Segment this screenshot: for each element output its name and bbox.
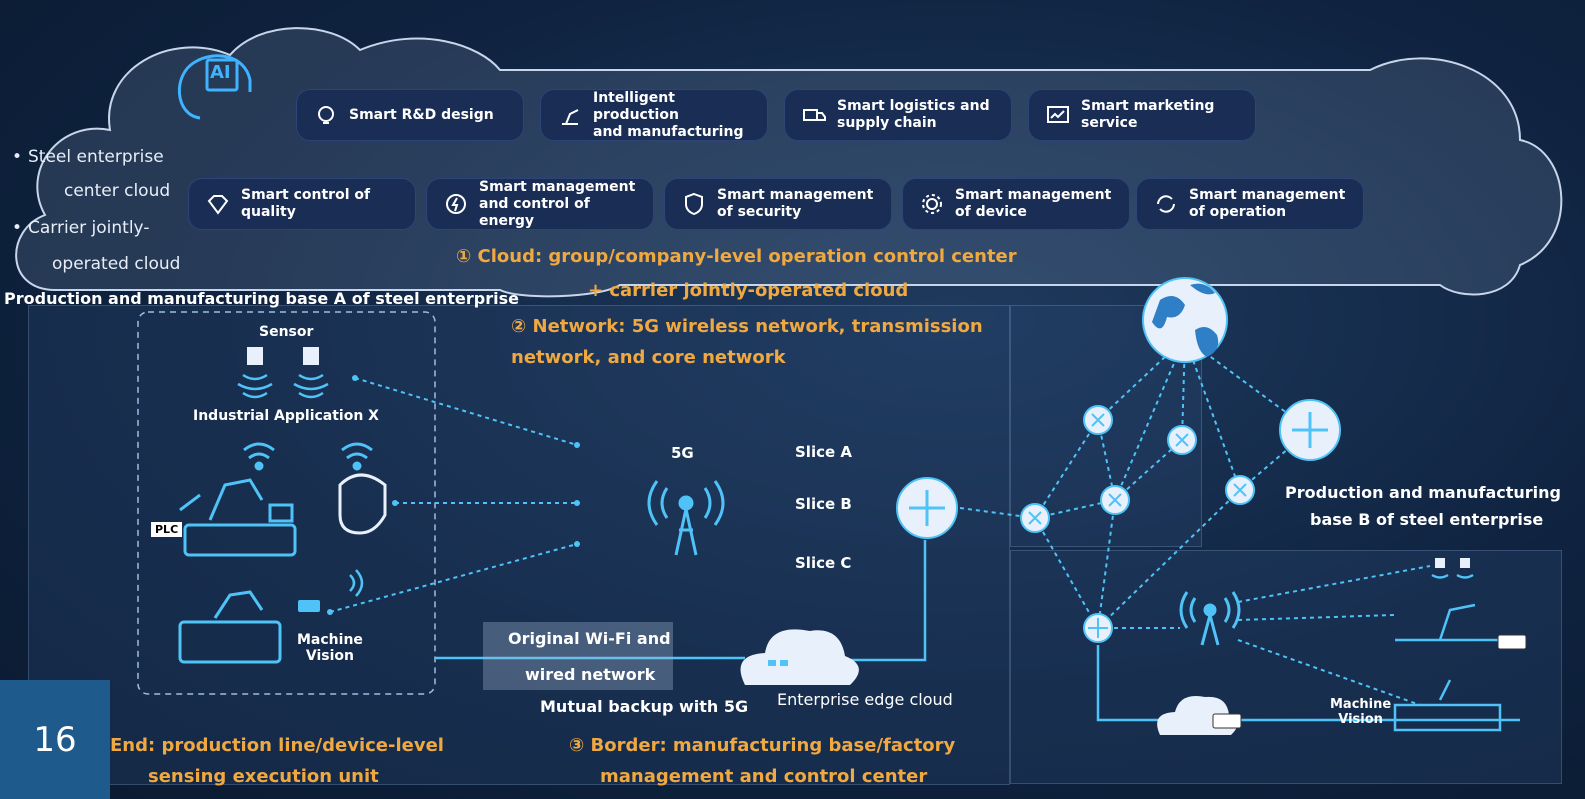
ai-icon-text: AI bbox=[210, 62, 231, 83]
router-nodes bbox=[896, 399, 1341, 643]
wifi-network-box bbox=[483, 622, 673, 690]
plc-label: PLC bbox=[151, 522, 183, 537]
wifi-label-1: Original Wi-Fi and bbox=[508, 629, 671, 648]
energy-icon bbox=[443, 191, 469, 217]
sensor-icons bbox=[237, 347, 329, 399]
link-vision-slice-c bbox=[329, 543, 578, 613]
slice-c-label: Slice C bbox=[795, 554, 852, 572]
edge-to-router bbox=[845, 540, 927, 662]
pill-intelligent-production: Intelligent production and manufacturing bbox=[540, 89, 768, 141]
pill-energy: Smart management and control of energy bbox=[426, 178, 654, 230]
machine-vision-label: Machine Vision bbox=[297, 632, 363, 664]
cloud-caption-1: ① Cloud: group/company-level operation c… bbox=[456, 246, 1017, 267]
pill-security: Smart management of security bbox=[664, 178, 892, 230]
pill-label: Smart R&D design bbox=[349, 106, 494, 123]
edge-cloud-label: Enterprise edge cloud bbox=[777, 690, 953, 709]
pill-label: Smart management of operation bbox=[1189, 187, 1346, 220]
base-b-panel bbox=[1010, 550, 1562, 784]
diamond-icon bbox=[205, 191, 231, 217]
side-label-3: Carrier jointly- bbox=[28, 218, 150, 238]
base-a-title: Production and manufacturing base A of s… bbox=[4, 289, 519, 308]
edge-cloud-icon bbox=[740, 629, 859, 685]
truck-icon bbox=[801, 102, 827, 128]
bullet-1: • bbox=[12, 147, 23, 167]
robot-line-icon bbox=[179, 478, 297, 557]
page-number: 16 bbox=[0, 680, 110, 799]
5g-antenna-icon bbox=[647, 480, 725, 556]
base-b-title-2: base B of steel enterprise bbox=[1310, 510, 1544, 529]
robot-line-2-icon bbox=[178, 590, 282, 664]
pill-smart-rd: Smart R&D design bbox=[296, 89, 524, 141]
cloud-caption-2: + carrier jointly-operated cloud bbox=[588, 280, 909, 301]
border-caption-2: management and control center bbox=[600, 766, 928, 787]
side-label-2: center cloud bbox=[64, 181, 171, 201]
cycle-icon bbox=[1153, 191, 1179, 217]
end-caption-1: End: production line/device-level bbox=[110, 735, 444, 756]
network-caption-2: network, and core network bbox=[511, 347, 786, 368]
slice-a-label: Slice A bbox=[795, 443, 852, 461]
wifi-icons bbox=[243, 442, 373, 471]
base-b-cloud-icon bbox=[1157, 696, 1242, 735]
base-a-panel bbox=[28, 305, 1010, 785]
wifi-label-2: wired network bbox=[525, 665, 656, 684]
network-caption-1: ② Network: 5G wireless network, transmis… bbox=[511, 316, 983, 337]
base-b-machine-vision: Machine Vision bbox=[1330, 697, 1392, 727]
chart-icon bbox=[1045, 102, 1071, 128]
gear-icon bbox=[919, 191, 945, 217]
pill-label: Smart control of quality bbox=[241, 187, 371, 220]
pill-smart-logistics: Smart logistics and supply chain bbox=[784, 89, 1012, 141]
robot-arm-icon bbox=[557, 102, 583, 128]
base-b-devices-icon bbox=[1393, 558, 1502, 732]
pill-smart-marketing: Smart marketing service bbox=[1028, 89, 1256, 141]
base-b-antenna-icon bbox=[1179, 591, 1241, 646]
pill-operation: Smart management of operation bbox=[1136, 178, 1364, 230]
pill-label: Smart logistics and supply chain bbox=[837, 98, 990, 131]
5g-label: 5G bbox=[671, 444, 694, 462]
pill-label: Smart management of device bbox=[955, 187, 1112, 220]
border-caption-1: ③ Border: manufacturing base/factory bbox=[569, 735, 956, 756]
vr-headset-icon bbox=[338, 473, 387, 535]
link-sensor-slice-a bbox=[354, 377, 578, 446]
industrial-app-label: Industrial Application X bbox=[193, 408, 379, 424]
end-devices-box bbox=[137, 311, 436, 695]
globe-icon bbox=[1142, 277, 1228, 363]
backup-label: Mutual backup with 5G bbox=[540, 697, 749, 716]
sensor-label: Sensor bbox=[259, 324, 314, 340]
side-label-1: Steel enterprise bbox=[28, 147, 164, 167]
pill-label: Smart management of security bbox=[717, 187, 874, 220]
pill-label: Intelligent production and manufacturing bbox=[593, 89, 744, 140]
ai-head-icon bbox=[178, 54, 252, 120]
slice-b-label: Slice B bbox=[795, 495, 852, 513]
lightbulb-icon bbox=[313, 102, 339, 128]
end-caption-2: sensing execution unit bbox=[148, 766, 379, 787]
pill-label: Smart management and control of energy bbox=[479, 178, 636, 229]
camera-icon bbox=[298, 569, 364, 612]
base-b-title-1: Production and manufacturing bbox=[1285, 483, 1561, 502]
base-b-bus bbox=[1096, 645, 1520, 722]
pill-label: Smart marketing service bbox=[1081, 98, 1215, 131]
bullet-2: • bbox=[12, 218, 23, 238]
shield-icon bbox=[681, 191, 707, 217]
pill-device: Smart management of device bbox=[902, 178, 1130, 230]
side-label-4: operated cloud bbox=[52, 254, 181, 274]
pill-quality: Smart control of quality bbox=[188, 178, 416, 230]
